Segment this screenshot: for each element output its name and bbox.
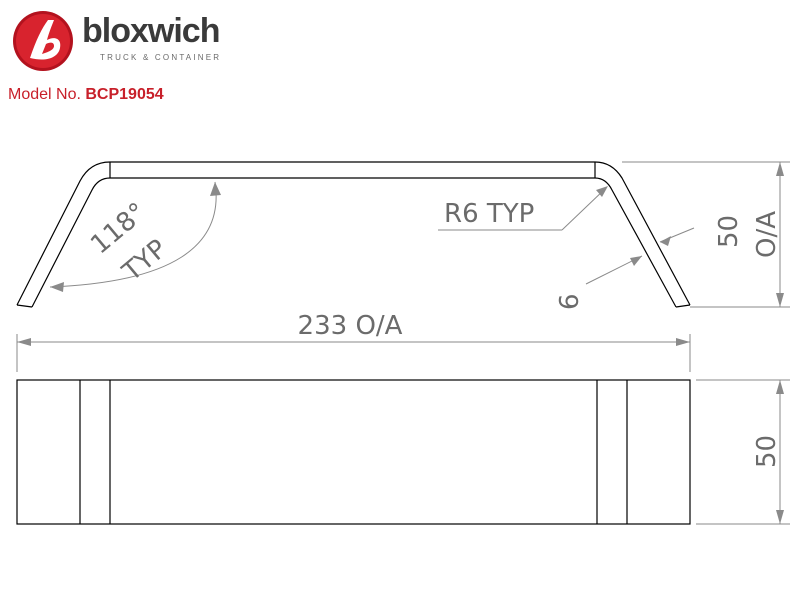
height-top-dimension	[622, 161, 790, 308]
overall-length-label: 233 O/A	[298, 311, 403, 341]
model-number: BCP19054	[85, 86, 164, 103]
length-dimension	[16, 334, 691, 372]
radius-leader	[438, 186, 608, 231]
thickness-label: 6	[555, 293, 585, 310]
brand-tagline: TRUCK & CONTAINER	[100, 53, 222, 62]
bracket-front-view	[16, 379, 691, 525]
radius-label: R6 TYP	[444, 199, 534, 229]
height-side-dimension	[696, 379, 790, 525]
height-side-value: 50	[752, 435, 782, 468]
model-label: Model No.	[8, 86, 81, 103]
thickness-dimension	[585, 227, 695, 285]
brand-name: bloxwich	[82, 12, 220, 50]
logo-emblem-icon	[13, 11, 73, 71]
bracket-profile	[16, 161, 691, 308]
height-top-note: O/A	[752, 211, 782, 258]
angle-dimension	[49, 181, 221, 292]
bloxwich-logo: bloxwich TRUCK & CONTAINER	[12, 10, 242, 80]
model-number-line: Model No. BCP19054	[8, 86, 164, 104]
height-top-value: 50	[714, 215, 744, 248]
